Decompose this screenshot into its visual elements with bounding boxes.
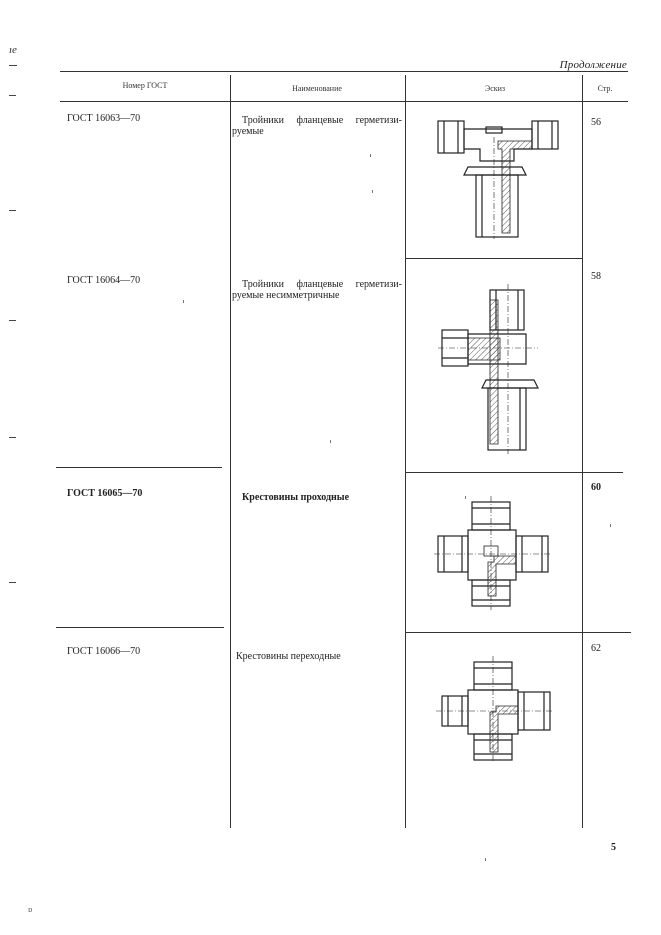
column-header-page: Стр. <box>597 84 613 93</box>
item-name: Тройники фланцевые герметизи-руемые <box>232 115 402 137</box>
page-ref: 56 <box>591 117 601 128</box>
item-name: Крестовины проходные <box>242 492 350 503</box>
column-header-gost: Номер ГОСТ <box>122 81 168 90</box>
print-speck <box>370 154 371 157</box>
gost-number: ГОСТ 16063—70 <box>67 113 141 124</box>
item-name: Тройники фланцевые герметизи-руемые неси… <box>232 279 402 301</box>
bottom-corner-mark: ɒ <box>28 905 33 914</box>
row-rule <box>56 467 222 468</box>
page-ref: 60 <box>591 482 601 493</box>
gost-number: ГОСТ 16065—70 <box>67 488 143 499</box>
column-divider <box>582 75 583 828</box>
gost-number: ГОСТ 16064—70 <box>67 275 141 286</box>
margin-dash <box>9 210 16 211</box>
asymmetric-flanged-tee-sketch <box>438 284 539 454</box>
print-speck <box>330 440 331 443</box>
row-rule <box>405 632 631 633</box>
row-rule <box>405 472 623 473</box>
margin-dash <box>9 437 16 438</box>
flanged-tee-sketch <box>437 120 559 239</box>
print-speck <box>465 496 466 499</box>
gost-number: ГОСТ 16066—70 <box>67 646 141 657</box>
margin-dash <box>9 582 16 583</box>
margin-dash <box>9 320 16 321</box>
item-name: Крестовины переходные <box>236 651 341 662</box>
through-cross-sketch <box>434 496 552 610</box>
column-divider <box>230 75 231 828</box>
print-speck <box>183 300 184 303</box>
reducing-cross-sketch <box>436 656 552 762</box>
table-top-rule <box>60 71 628 73</box>
corner-mark: ıе <box>9 44 17 56</box>
print-speck <box>610 524 611 527</box>
page-ref: 58 <box>591 271 601 282</box>
row-rule <box>56 627 224 628</box>
page-number: 5 <box>611 842 616 853</box>
continuation-label: Продолжение <box>559 59 627 71</box>
print-speck <box>485 858 486 861</box>
column-divider <box>405 75 406 828</box>
margin-dash <box>9 65 17 66</box>
column-header-name: Наименование <box>292 84 342 93</box>
column-header-sketch: Эскиз <box>484 84 506 93</box>
page-ref: 62 <box>591 643 601 654</box>
row-rule <box>405 258 583 259</box>
margin-dash <box>9 95 16 96</box>
table-header-rule <box>60 101 628 102</box>
print-speck <box>372 190 373 193</box>
